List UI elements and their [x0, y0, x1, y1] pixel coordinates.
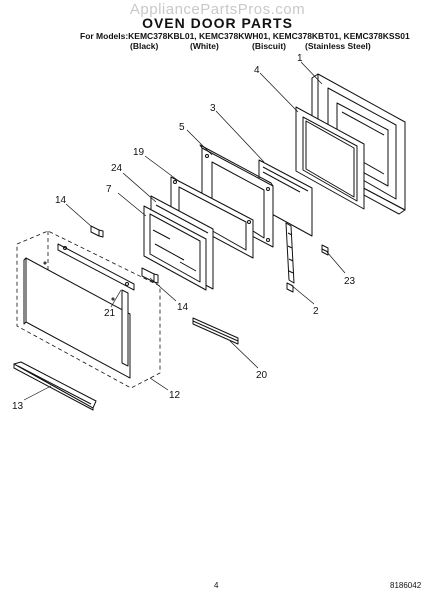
callout-14-lower: 14	[177, 302, 189, 313]
callout-7: 7	[106, 184, 112, 195]
callout-23: 23	[344, 276, 356, 287]
finish-white: (White)	[190, 41, 219, 51]
callout-4: 4	[254, 65, 260, 76]
part-handle-trim	[192, 317, 239, 345]
part-door-assembly-outline	[16, 230, 161, 389]
callout-14-upper: 14	[55, 195, 67, 206]
part-door-stop-upper	[90, 225, 104, 238]
callout-2: 2	[313, 306, 319, 317]
callout-5: 5	[179, 122, 185, 133]
part-window-pack	[170, 176, 254, 259]
part-door-glass	[143, 205, 207, 291]
part-door-gasket	[295, 106, 365, 210]
models-line: For Models:KEMC378KBL01, KEMC378KWH01, K…	[80, 31, 410, 41]
finish-biscuit: (Biscuit)	[252, 41, 286, 51]
finish-black: (Black)	[130, 41, 159, 51]
callout-20: 20	[256, 370, 268, 381]
callout-21: 21	[104, 308, 116, 319]
callout-19: 19	[133, 147, 145, 158]
callout-3: 3	[210, 103, 216, 114]
finish-stainless: (Stainless Steel)	[305, 41, 371, 51]
part-bottom-strip	[13, 361, 97, 411]
watermark: AppliancePartsPros.com	[129, 1, 306, 18]
document-number: 8186042	[390, 581, 422, 590]
part-glass-support	[199, 144, 274, 248]
callout-1: 1	[297, 53, 303, 64]
callout-labels: 1 4 3 5 19 24 7 14 14 21 2 23 20 13 12	[12, 53, 356, 412]
callout-12: 12	[169, 390, 181, 401]
part-clip	[321, 244, 329, 256]
leader-lines	[23, 61, 346, 401]
callout-24: 24	[111, 163, 123, 174]
part-door-panel	[23, 243, 135, 379]
callout-13: 13	[12, 401, 24, 412]
part-hinge-channel	[285, 222, 295, 293]
diagram-title: OVEN DOOR PARTS	[142, 15, 293, 31]
page-number: 4	[214, 581, 219, 590]
